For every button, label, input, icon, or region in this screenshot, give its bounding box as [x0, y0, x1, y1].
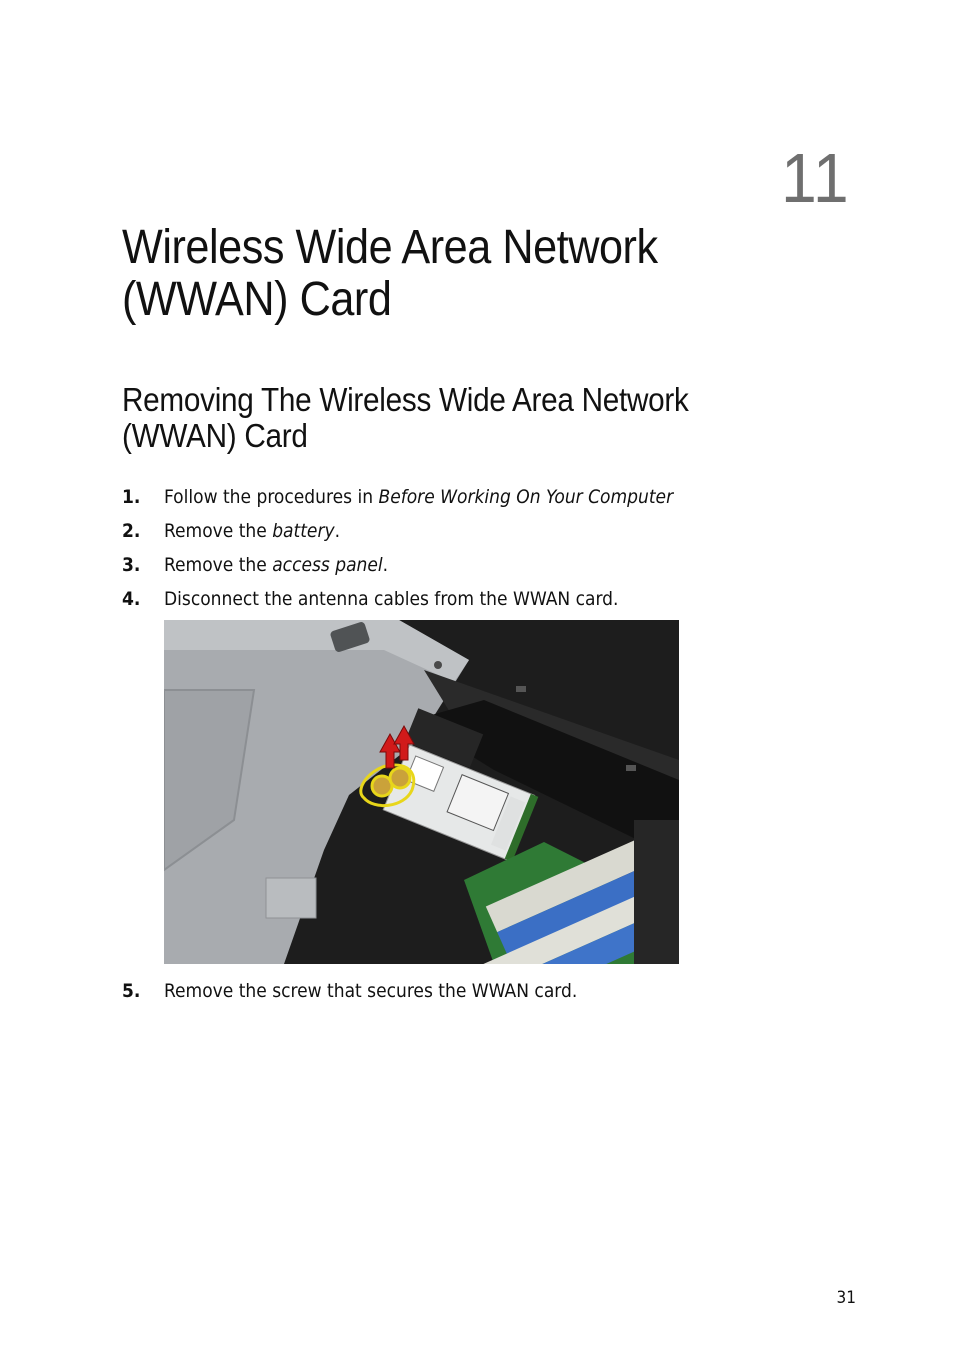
section-title: Removing The Wireless Wide Area Network … — [122, 381, 689, 454]
step-text: Remove the battery. — [164, 520, 341, 542]
chapter-title: Wireless Wide Area Network (WWAN) Card — [122, 221, 658, 326]
wwan-card — [382, 744, 539, 862]
step-text: Remove the access panel. — [164, 554, 389, 576]
step-4: 4. Disconnect the antenna cables from th… — [122, 586, 842, 612]
step-number: 1. — [122, 486, 141, 508]
step-1: 1. Follow the procedures in Before Worki… — [122, 484, 842, 510]
chapter-number: 11 — [781, 139, 850, 217]
step-link[interactable]: battery — [272, 520, 335, 542]
step-number: 3. — [122, 554, 141, 576]
step-text: Disconnect the antenna cables from the W… — [164, 588, 619, 610]
step-link[interactable]: Before Working On Your Computer — [378, 486, 674, 508]
step-link[interactable]: access panel — [272, 554, 383, 576]
step-3: 3. Remove the access panel. — [122, 552, 842, 578]
page-number: 31 — [836, 1288, 856, 1308]
wwan-card-photo — [164, 620, 679, 964]
antenna-connector — [388, 766, 412, 790]
step-number: 5. — [122, 980, 141, 1002]
step-text: Remove the screw that secures the WWAN c… — [164, 980, 578, 1002]
step-5: 5. Remove the screw that secures the WWA… — [122, 978, 842, 1004]
step-text: Follow the procedures in Before Working … — [164, 486, 674, 508]
step-number: 2. — [122, 520, 141, 542]
up-arrow-icon — [379, 724, 415, 769]
step-number: 4. — [122, 588, 141, 610]
step-2: 2. Remove the battery. — [122, 518, 842, 544]
